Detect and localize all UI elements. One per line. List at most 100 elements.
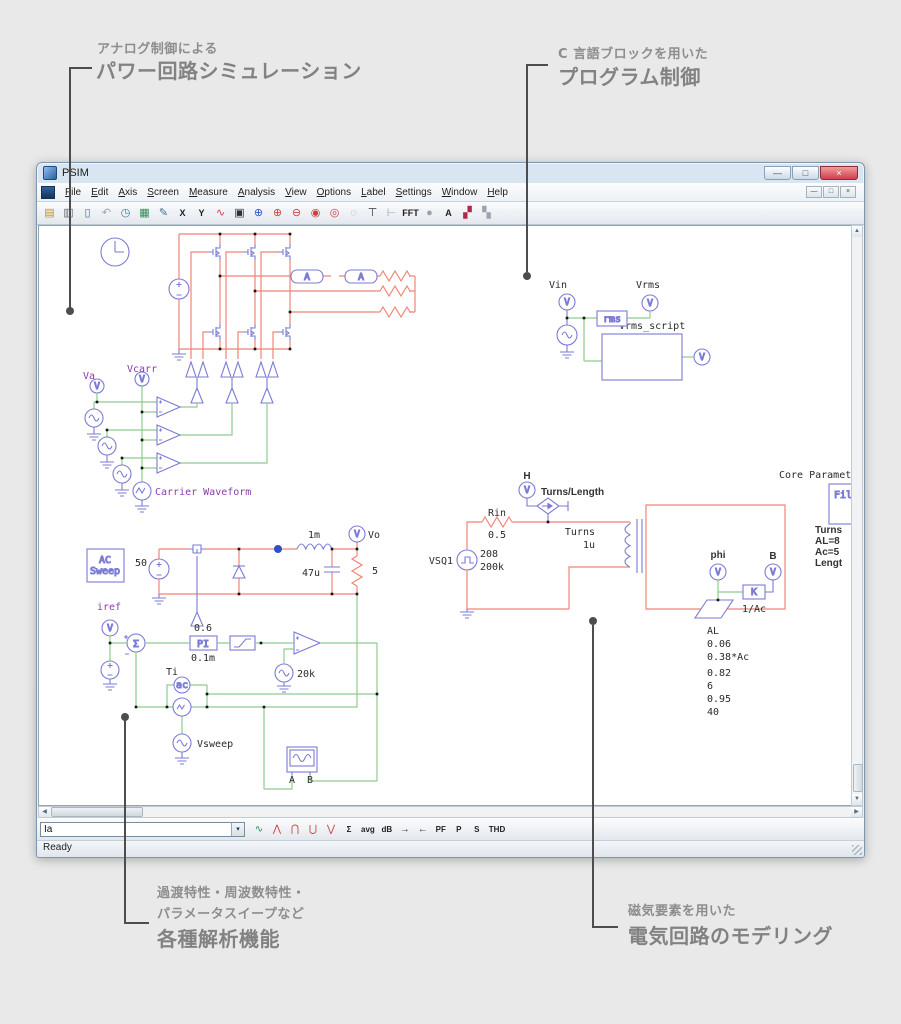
scroll-up-icon[interactable]: ▲: [852, 226, 862, 237]
zoom-out-icon[interactable]: ⊖: [288, 205, 305, 222]
minimize-button[interactable]: —: [764, 166, 791, 180]
menu-measure[interactable]: Measure: [184, 186, 233, 199]
scroll-down-icon[interactable]: ▼: [852, 794, 862, 805]
dc-source-50[interactable]: [148, 558, 170, 580]
horizontal-scrollbar[interactable]: ◀ ▶: [38, 806, 863, 818]
vertical-scrollbar[interactable]: ▲ ▼: [851, 225, 863, 806]
cap-47u[interactable]: [324, 566, 340, 573]
comparators[interactable]: [156, 396, 182, 474]
inverter-circuit[interactable]: A A: [100, 233, 416, 464]
thd-button[interactable]: THD: [487, 822, 507, 838]
dc-source[interactable]: [168, 278, 190, 300]
select-icon[interactable]: ◌: [345, 205, 362, 222]
zoom-x-icon[interactable]: ⊕: [269, 205, 286, 222]
mdi-close-button[interactable]: ×: [840, 186, 856, 198]
rms-script-circuit[interactable]: Vin Vrms Vrms_script V V: [549, 280, 711, 381]
db-button[interactable]: dB: [379, 822, 395, 838]
voltmeter-vin[interactable]: V: [558, 293, 576, 311]
scope-block[interactable]: A B: [286, 746, 318, 786]
s-button[interactable]: S: [469, 822, 485, 838]
rin-resistor[interactable]: [481, 515, 513, 529]
fft-button[interactable]: FFT: [402, 205, 419, 222]
x-axis-button[interactable]: X: [174, 205, 191, 222]
buck-gate-driver[interactable]: [190, 556, 204, 627]
iref-source[interactable]: [100, 660, 120, 691]
title-bar[interactable]: PSIM — □ ×: [37, 163, 864, 183]
chevron-down-icon[interactable]: ▾: [231, 823, 244, 836]
load-resistors[interactable]: [379, 269, 411, 319]
freewheel-diode[interactable]: [232, 564, 246, 579]
print-icon[interactable]: ▥: [60, 205, 77, 222]
voltmeter-vrms[interactable]: V: [641, 294, 659, 312]
mosfet-bottom-1[interactable]: [208, 324, 221, 340]
simulate-icon[interactable]: ◷: [117, 205, 134, 222]
menu-screen[interactable]: Screen: [142, 186, 184, 199]
sum-button[interactable]: Σ: [341, 822, 357, 838]
measure-avg-icon[interactable]: ◎: [326, 205, 343, 222]
scroll-left-icon[interactable]: ◀: [39, 807, 50, 817]
smooth-icon[interactable]: ●: [421, 205, 438, 222]
compare-icon[interactable]: ▚: [478, 205, 495, 222]
voltmeter-h[interactable]: V: [518, 481, 536, 499]
ac-source-ti[interactable]: ac: [173, 676, 191, 694]
ammeter-1[interactable]: A: [290, 269, 324, 284]
scroll-right-icon[interactable]: ▶: [851, 807, 862, 817]
menu-edit[interactable]: Edit: [86, 186, 113, 199]
ammeter-2[interactable]: A: [344, 269, 378, 284]
vsweep-source[interactable]: [172, 733, 192, 765]
waveform-icon[interactable]: ∿: [212, 205, 229, 222]
mosfet-top-1[interactable]: [208, 244, 221, 260]
p-button[interactable]: P: [451, 822, 467, 838]
vertical-scroll-thumb[interactable]: [853, 764, 863, 792]
avg-button[interactable]: avg: [359, 822, 377, 838]
rms-block[interactable]: rms: [596, 310, 628, 327]
mosfet-top-2[interactable]: [243, 244, 256, 260]
overlay-icon[interactable]: ▞: [459, 205, 476, 222]
horizontal-scroll-thumb[interactable]: [51, 807, 143, 817]
inductor-1m[interactable]: [296, 543, 333, 551]
clock-icon[interactable]: [100, 237, 130, 267]
modulator[interactable]: [172, 697, 192, 717]
undo-icon[interactable]: ↶: [98, 205, 115, 222]
waveform-select-combo[interactable]: Ia ▾: [40, 822, 245, 837]
peak-icon[interactable]: ⋀: [269, 822, 285, 838]
voltmeter-script-out[interactable]: V: [693, 348, 711, 366]
wave-select-icon[interactable]: ∿: [251, 822, 267, 838]
peak2-icon[interactable]: ⋂: [287, 822, 303, 838]
turns-length-sensor[interactable]: [526, 497, 569, 522]
prev-button[interactable]: ←: [415, 822, 431, 838]
marker2-icon[interactable]: ⊢: [383, 205, 400, 222]
file-block[interactable]: File: [828, 483, 851, 525]
menu-axis[interactable]: Axis: [113, 186, 142, 199]
display-icon[interactable]: ▣: [231, 205, 248, 222]
source-20k[interactable]: [274, 663, 294, 693]
maximize-button[interactable]: □: [792, 166, 819, 180]
current-probe-dot[interactable]: [274, 545, 282, 553]
mdi-restore-button[interactable]: □: [823, 186, 839, 198]
winding-coil[interactable]: [624, 523, 632, 568]
c-script-block[interactable]: [601, 333, 683, 381]
menu-settings[interactable]: Settings: [391, 186, 437, 199]
resize-grip[interactable]: [852, 845, 862, 855]
menu-analysis[interactable]: Analysis: [233, 186, 280, 199]
voltmeter-phi[interactable]: V: [709, 563, 727, 581]
pi-block[interactable]: PI: [189, 635, 218, 651]
magnetic-circuit[interactable]: H Turns/Length V Rin 0.: [429, 470, 851, 718]
ac-sweep-block[interactable]: AC Sweep: [86, 548, 125, 583]
probe-icon[interactable]: ✎: [155, 205, 172, 222]
menu-label[interactable]: Label: [356, 186, 390, 199]
gate-drivers[interactable]: [185, 360, 279, 404]
sine-source-b[interactable]: [97, 436, 117, 469]
summer[interactable]: Σ: [124, 633, 146, 655]
buck-mosfet[interactable]: [189, 544, 205, 554]
open-icon[interactable]: ▤: [41, 205, 58, 222]
valley2-icon[interactable]: ⋁: [323, 822, 339, 838]
k-block[interactable]: K: [742, 584, 766, 600]
next-button[interactable]: →: [397, 822, 413, 838]
valley-icon[interactable]: ⋃: [305, 822, 321, 838]
mosfet-bottom-2[interactable]: [243, 324, 256, 340]
sine-source-a[interactable]: [84, 408, 104, 441]
vsq1-source[interactable]: [456, 549, 478, 571]
menu-file[interactable]: File: [60, 186, 86, 199]
text-button[interactable]: A: [440, 205, 457, 222]
